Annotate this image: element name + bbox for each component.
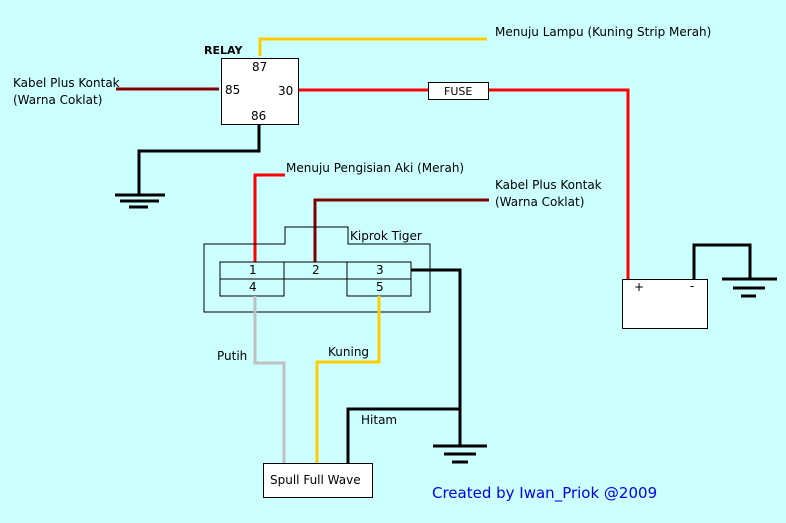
battery-plus-terminal: + [634,280,645,294]
wire-kiprok-plus-brown [313,198,489,262]
kiprok-pin-1: 1 [249,263,257,277]
spull-label: Spull Full Wave [270,473,361,487]
label-putih: Putih [217,349,248,363]
relay-pin-86: 86 [251,109,267,123]
wire-charging-red [253,173,285,262]
label-plus-kontak-2-line2: (Warna Coklat) [495,195,585,209]
kiprok-pin-4: 4 [249,280,257,294]
wire-kuning-yellow [315,296,381,463]
relay-pin-85: 85 [225,83,241,97]
credit-text: Created by Iwan_Priok @2009 [432,484,658,502]
label-hitam: Hitam [361,413,398,427]
label-plus-kontak-2-line1: Kabel Plus Kontak [495,178,602,192]
kiprok-pin-5: 5 [376,280,384,294]
relay-pin-30: 30 [278,84,294,98]
fuse-label: FUSE [444,85,473,98]
label-plus-kontak-1-line2: (Warna Coklat) [13,93,103,107]
kiprok-pin-4-cell [219,278,285,297]
kiprok-pin-2: 2 [312,263,320,277]
spull-box [263,463,373,498]
label-lamp: Menuju Lampu (Kuning Strip Merah) [495,25,712,39]
ground-symbol-battery [722,277,777,298]
wire-lamp-yellow [258,37,487,56]
ground-symbol-relay [115,193,165,209]
wire-battery-ground [692,243,752,279]
label-charging: Menuju Pengisian Aki (Merah) [286,161,465,175]
battery-box [622,279,708,329]
wire-fuse-battery-red [488,88,630,279]
label-kiprok: Kiprok Tiger [350,229,422,243]
wire-hitam-black [346,407,460,463]
wire-putih-white [253,296,286,463]
kiprok-housing [203,226,431,313]
fuse-box [428,82,489,100]
battery-minus-terminal: - [690,279,695,293]
relay-title: RELAY [204,44,243,57]
kiprok-pin-3: 3 [376,263,384,277]
label-plus-kontak-1-line1: Kabel Plus Kontak [13,76,120,90]
label-kuning: Kuning [328,345,370,359]
ground-symbol-kiprok [433,444,487,464]
wire-86-ground [137,124,261,195]
relay-box [221,58,299,125]
relay-pin-87: 87 [252,60,268,74]
wire-kiprok-ground-black [411,268,462,446]
